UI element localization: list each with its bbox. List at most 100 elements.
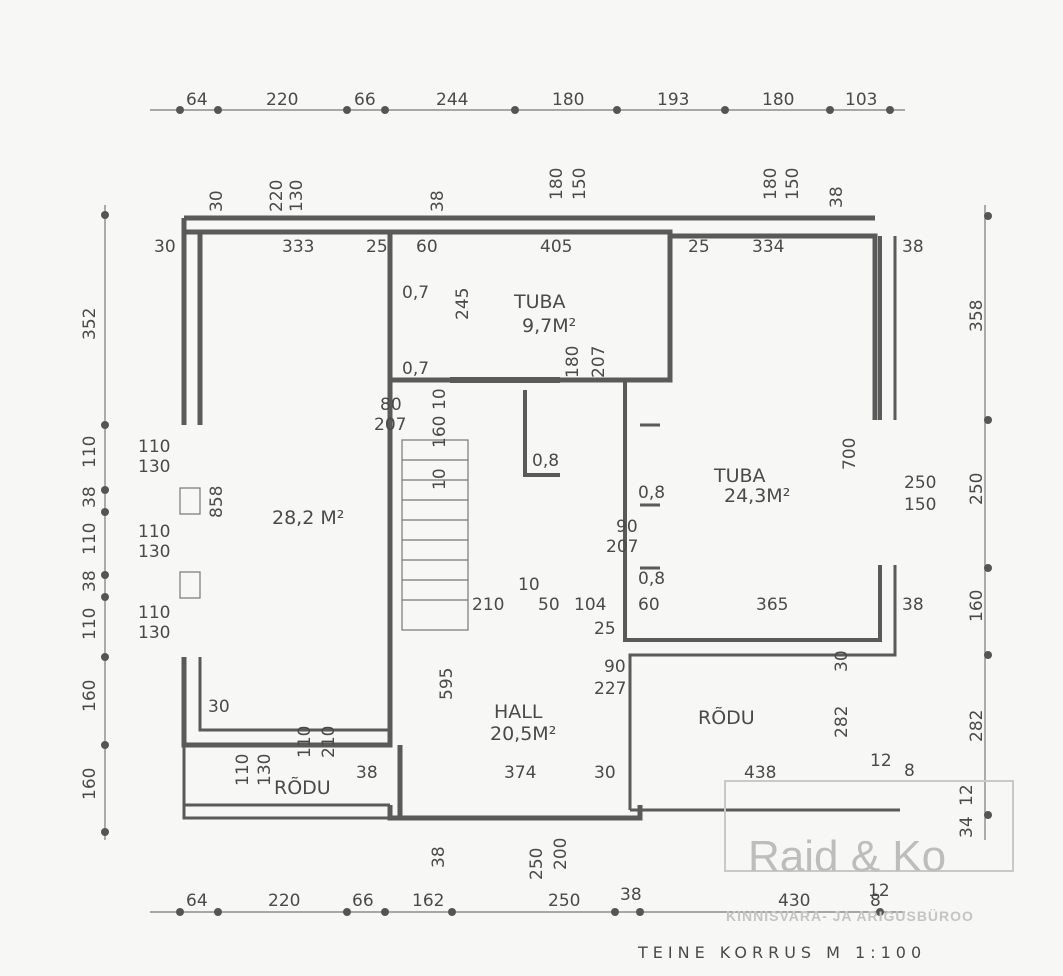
dim-in-51: 90 <box>604 657 626 677</box>
watermark-logo: Raid & Ko <box>748 832 947 881</box>
dim-in-37: 0,8 <box>532 451 559 471</box>
dim-in-0: 30 <box>207 190 227 212</box>
dim-left-1: 110 <box>80 436 100 468</box>
inner-dimension-labels: 30 220 130 38 180 150 180 150 38 30 333 … <box>154 168 977 880</box>
dim-in-25: 160 <box>430 416 450 448</box>
dim-left-8: 38 <box>80 570 100 592</box>
dim-left-12: 160 <box>80 680 100 712</box>
dim-in-5: 150 <box>570 168 590 200</box>
dim-top-0: 64 <box>186 90 208 110</box>
dim-in-45: 50 <box>538 595 560 615</box>
dim-in-8: 38 <box>827 186 847 208</box>
dim-bottom-2: 66 <box>352 891 374 911</box>
dim-in-12: 60 <box>416 237 438 257</box>
dim-top-1: 220 <box>266 90 298 110</box>
bottom-dimension-line <box>150 908 905 916</box>
dim-right-3: 282 <box>967 710 987 742</box>
room-tuba-big-name: TUBA <box>713 465 766 487</box>
dim-in-54: 30 <box>208 697 230 717</box>
dim-in-4: 180 <box>547 168 567 200</box>
staircase <box>401 439 469 631</box>
bottom-dimension-labels: 64 220 66 162 250 38 430 12 8 <box>186 881 890 911</box>
dim-right-0: 358 <box>967 300 987 332</box>
dim-in-56: 210 <box>319 726 339 758</box>
room-tuba-big-area: 24,3M² <box>724 485 790 507</box>
dim-in-2: 130 <box>287 180 307 212</box>
right-dimension-line <box>984 205 992 840</box>
dim-in-50: 595 <box>437 668 457 700</box>
dim-top-6: 180 <box>762 90 794 110</box>
dim-in-21: 207 <box>589 346 609 378</box>
dim-in-38: 0,8 <box>638 483 665 503</box>
dim-in-52: 227 <box>594 679 626 699</box>
dim-in-34: 700 <box>840 438 860 470</box>
dim-left-9: 110 <box>80 608 100 640</box>
dim-in-24: 10 <box>430 388 450 410</box>
dim-left-4: 38 <box>80 486 100 508</box>
left-dimension-line <box>101 205 109 840</box>
dim-in-58: 130 <box>255 754 275 786</box>
dim-top-2: 66 <box>354 90 376 110</box>
room-labels: TUBA 9,7M² TUBA 24,3M² 28,2 M² HALL 20,5… <box>272 291 790 799</box>
dim-in-22: 80 <box>380 395 402 415</box>
dim-right-2: 160 <box>967 590 987 622</box>
dim-in-69: 38 <box>429 846 449 868</box>
dim-in-36: 150 <box>904 495 936 515</box>
dim-left-10: 110 <box>138 603 170 623</box>
dim-in-63: 282 <box>832 706 852 738</box>
dim-in-55: 110 <box>295 726 315 758</box>
dim-in-19: 0,7 <box>402 359 429 379</box>
top-dimension-line <box>150 106 905 114</box>
dim-bottom-4: 250 <box>548 891 580 911</box>
dim-in-53: 30 <box>832 650 852 672</box>
dim-in-44: 10 <box>518 575 540 595</box>
room-rodu-right: RÕDU <box>698 706 755 729</box>
room-hall-area: 20,5M² <box>490 723 556 745</box>
dim-in-14: 25 <box>688 237 710 257</box>
dim-in-68: 34 <box>957 816 977 838</box>
dim-top-4: 180 <box>552 90 584 110</box>
dim-in-23: 207 <box>374 415 406 435</box>
dim-in-26: 10 <box>430 468 450 490</box>
dim-bottom-7: 12 <box>868 881 890 901</box>
walls <box>181 215 900 821</box>
dim-in-70: 250 <box>527 848 547 880</box>
dim-left-0: 352 <box>80 308 100 340</box>
dim-in-27: 858 <box>207 486 227 518</box>
right-dimension-labels: 358 250 160 282 <box>967 300 987 742</box>
dim-in-17: 0,7 <box>402 283 429 303</box>
dim-in-13: 405 <box>540 237 572 257</box>
dim-in-62: 438 <box>744 763 776 783</box>
dim-in-43: 210 <box>472 595 504 615</box>
dim-bottom-5: 38 <box>620 885 642 905</box>
dim-in-18: 245 <box>453 288 473 320</box>
dim-bottom-1: 220 <box>268 891 300 911</box>
dim-left-11: 130 <box>138 623 170 643</box>
dim-in-40: 207 <box>606 537 638 557</box>
dim-in-35: 250 <box>904 473 936 493</box>
dim-in-15: 334 <box>752 237 784 257</box>
room-tuba-small-name: TUBA <box>513 291 566 313</box>
dim-bottom-6: 430 <box>778 891 810 911</box>
dim-in-6: 180 <box>761 168 781 200</box>
dim-in-3: 38 <box>428 190 448 212</box>
window-markers <box>179 487 201 599</box>
dim-in-47: 25 <box>594 619 616 639</box>
dim-in-16: 38 <box>902 237 924 257</box>
dim-in-66: 12 <box>957 784 977 806</box>
dim-right-1: 250 <box>967 473 987 505</box>
room-hall-name: HALL <box>494 701 543 723</box>
dim-in-46: 104 <box>574 595 606 615</box>
dim-bottom-3: 162 <box>412 891 444 911</box>
watermark-frame <box>724 780 1014 872</box>
dim-top-7: 103 <box>845 90 877 110</box>
dim-left-6: 110 <box>138 522 170 542</box>
dim-in-60: 374 <box>504 763 536 783</box>
dim-in-10: 333 <box>282 237 314 257</box>
dim-in-59: 38 <box>356 763 378 783</box>
dim-in-48: 365 <box>756 595 788 615</box>
left-dimension-labels: 352 110 110 130 38 110 110 130 38 110 11… <box>80 308 170 800</box>
dim-in-71: 200 <box>551 838 571 870</box>
dim-top-5: 193 <box>657 90 689 110</box>
